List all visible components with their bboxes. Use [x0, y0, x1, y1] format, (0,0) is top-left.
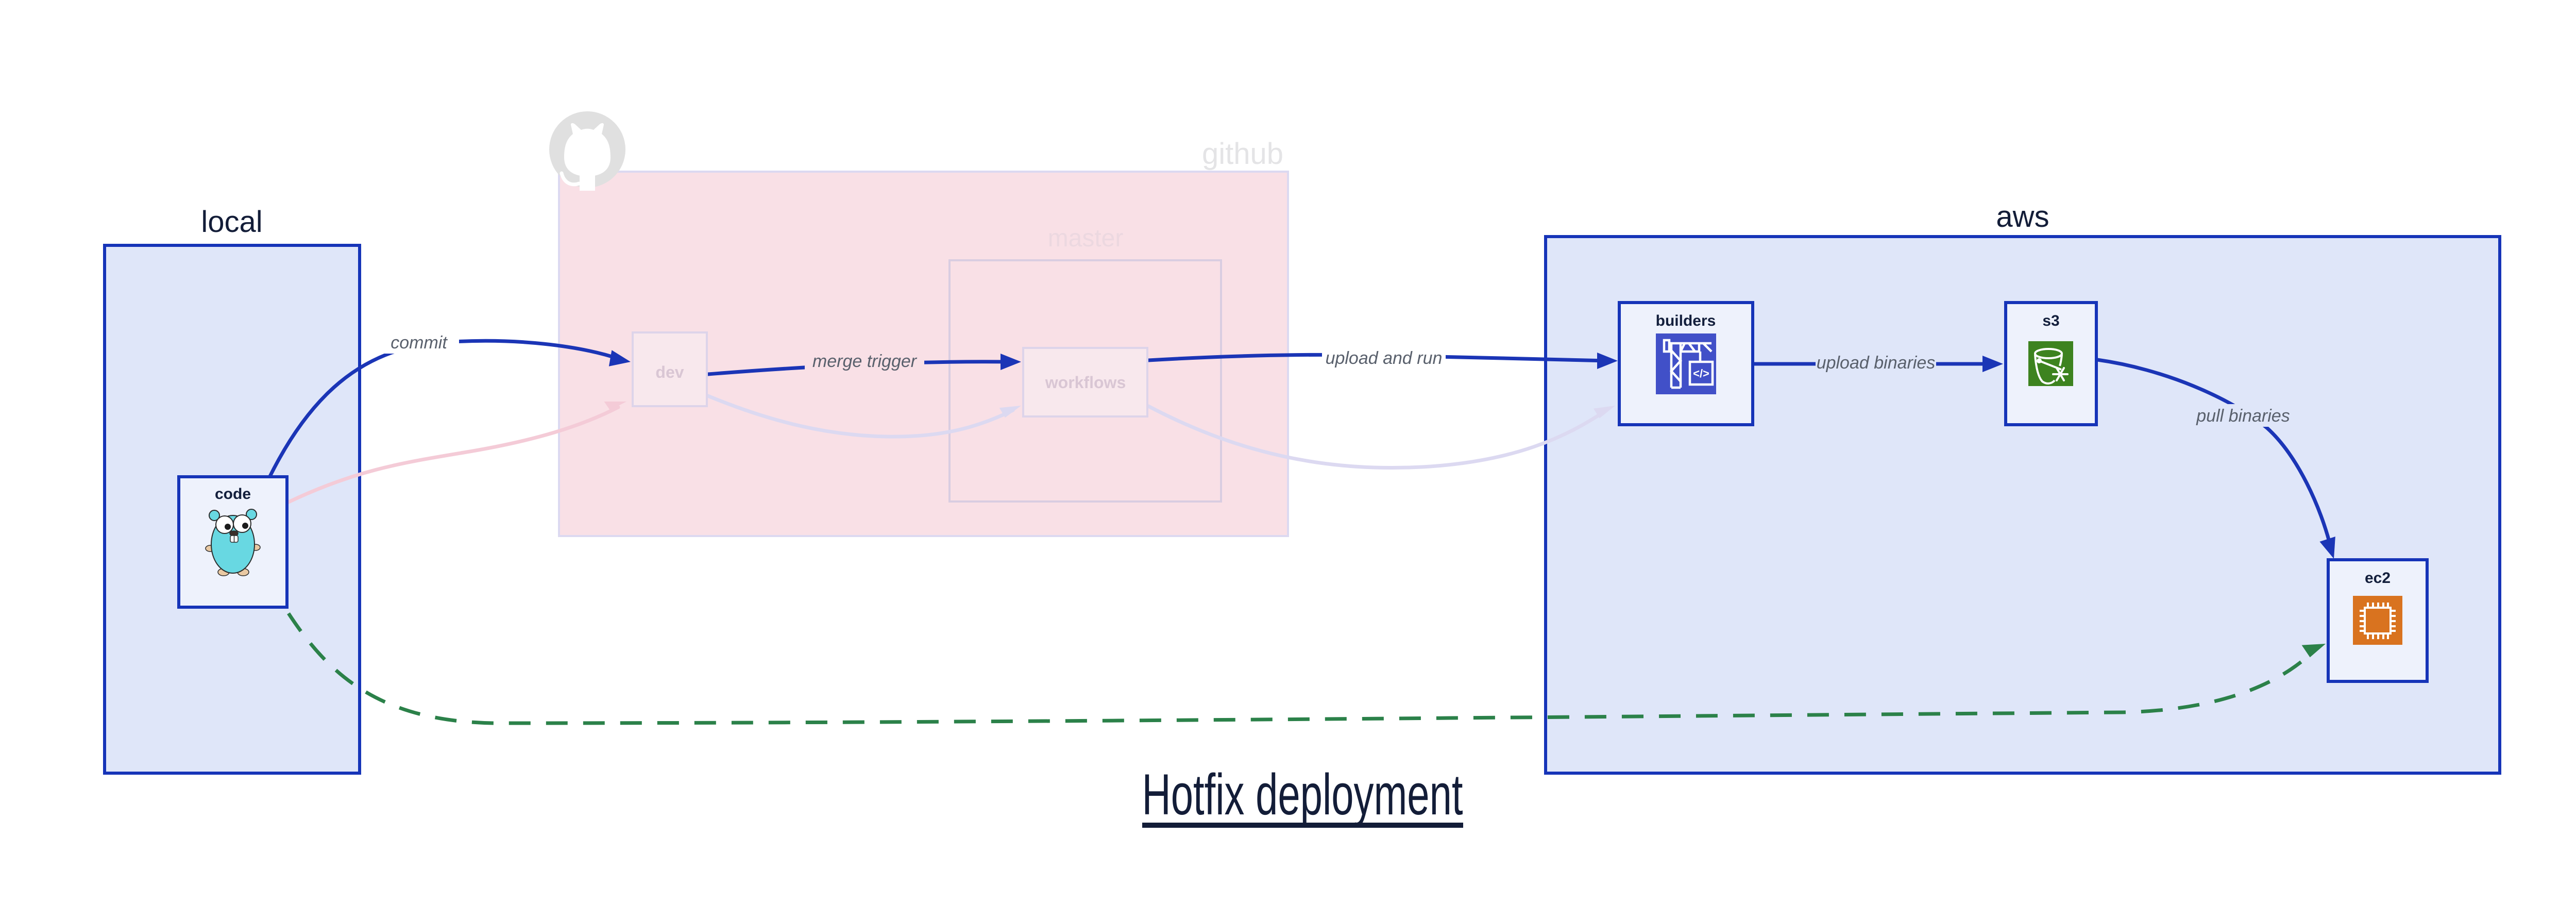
arrowhead-merge-trigger — [1001, 354, 1021, 370]
node-s3: s3 — [2004, 301, 2098, 426]
node-code: code — [177, 475, 289, 609]
edge-label-bg — [1322, 346, 1446, 369]
local-label: local — [201, 205, 262, 239]
edge-label-bg — [805, 349, 924, 372]
faded-edge-workflows-to-builders — [1146, 404, 1608, 470]
builders-label: builders — [1656, 312, 1716, 329]
edge-label-commit: commit — [391, 333, 448, 353]
faded-arrowhead-workflows — [999, 406, 1021, 418]
node-builders: builders </> — [1618, 301, 1754, 426]
edge-labels: commit merge trigger upload and run uplo… — [379, 331, 2294, 427]
arrowhead-code-to-ec2 — [2301, 644, 2326, 658]
node-dev: dev — [632, 331, 708, 407]
dev-label: dev — [655, 363, 684, 381]
github-octocat-icon — [549, 111, 625, 191]
workflows-box — [1022, 347, 1148, 417]
edge-label-bg — [1816, 351, 1936, 374]
faded-edges — [285, 394, 1615, 505]
arrowhead-commit — [608, 350, 631, 366]
s3-box — [2004, 301, 2098, 426]
hotfix-dashed-edge — [287, 612, 2326, 725]
edge-label-upload-binaries: upload binaries — [1817, 353, 1936, 373]
workflows-label: workflows — [1045, 373, 1126, 392]
ec2-label: ec2 — [2365, 570, 2391, 587]
go-gopher-icon — [205, 509, 261, 576]
edge-label-pull-binaries: pull binaries — [2196, 406, 2290, 426]
faded-arrowhead-dev — [604, 401, 626, 410]
edge-label-merge-trigger: merge trigger — [812, 352, 918, 371]
node-workflows: workflows — [1022, 347, 1148, 417]
arrowhead-upload-binaries — [1982, 356, 2003, 372]
edge-label-upload-and-run: upload and run — [1326, 348, 1443, 368]
diagram-title: Hotfix deployment — [1142, 762, 1463, 827]
master-label: master — [1048, 225, 1124, 252]
aws-s3-bucket-icon — [2028, 341, 2073, 386]
node-ec2: ec2 — [2327, 558, 2429, 683]
s3-label: s3 — [2042, 312, 2059, 329]
codebuild-code-glyph: </> — [1693, 367, 1709, 380]
aws-label: aws — [1996, 200, 2049, 233]
edge-label-bg — [2193, 404, 2294, 427]
aws-ec2-chip-icon — [2353, 596, 2402, 645]
arrowhead-pull-binaries — [2319, 537, 2335, 559]
faded-arrowhead-builders — [1594, 406, 1615, 419]
master-group: master — [948, 225, 1222, 503]
master-container — [948, 259, 1222, 503]
aws-codebuild-icon: </> — [1656, 333, 1716, 394]
edge-label-bg — [379, 331, 459, 354]
aws-group: aws — [1544, 200, 2501, 775]
github-label: github — [1202, 137, 1283, 171]
faded-edge-dev-to-workflows — [706, 394, 1015, 439]
diagram-title-group: Hotfix deployment — [1142, 762, 1463, 828]
github-group: github master — [549, 111, 1289, 537]
edge-code-to-ec2-dashed — [287, 612, 2316, 725]
code-label: code — [215, 486, 251, 503]
arrowhead-upload-and-run — [1597, 353, 1618, 369]
dev-box — [632, 331, 708, 407]
faded-edge-code-to-dev — [285, 405, 620, 505]
